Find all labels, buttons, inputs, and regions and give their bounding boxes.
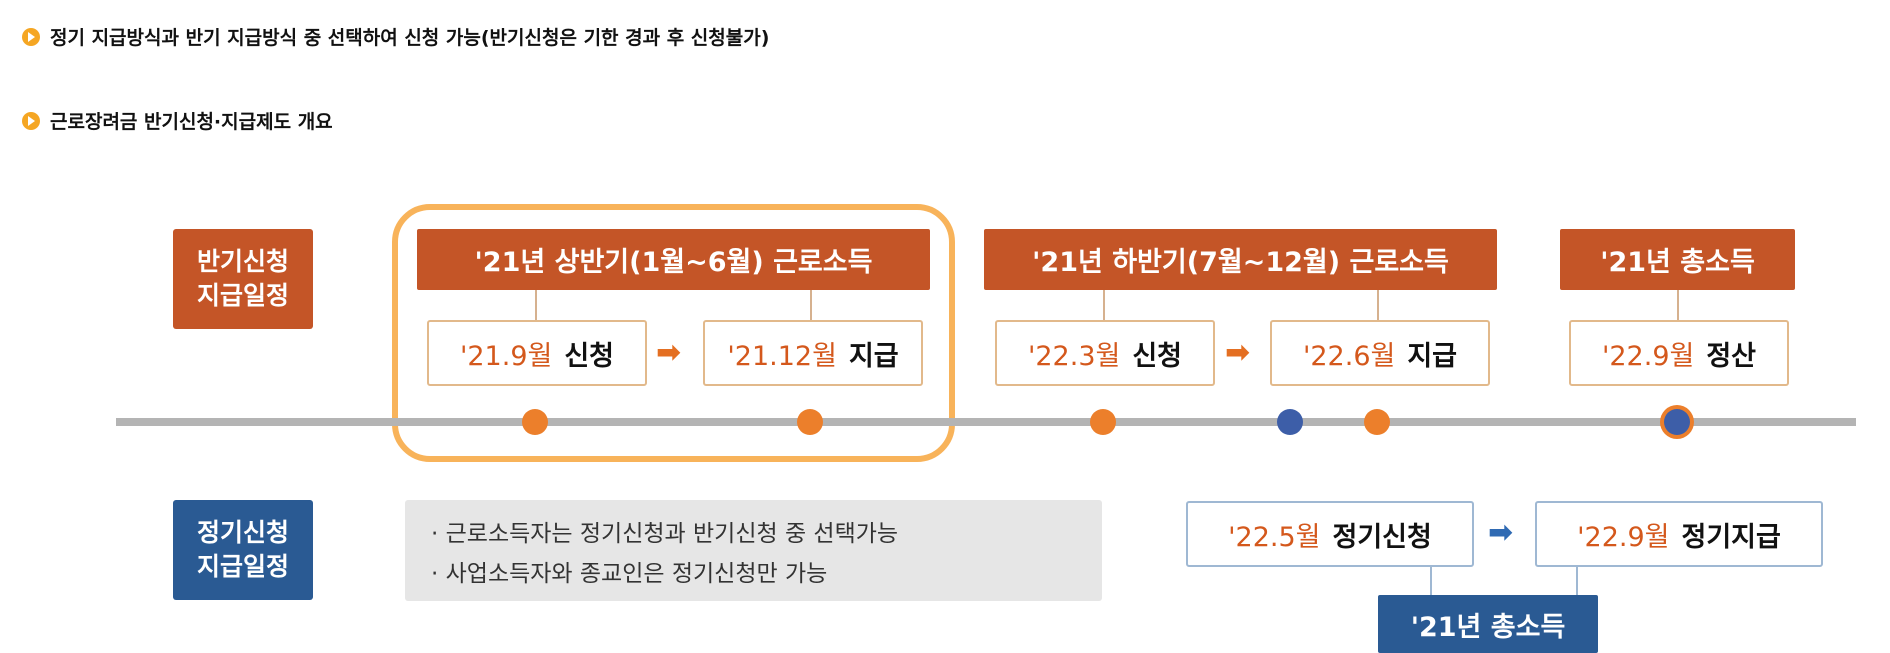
step-date: '22.6월 <box>1302 340 1396 372</box>
right-arrow-icon: ➡ <box>1225 335 1251 370</box>
step-action: 지급 <box>848 340 899 372</box>
period-title-text: '21년 총소득 <box>1600 247 1755 278</box>
half-year-schedule-label: 반기신청 지급일정 <box>173 229 313 329</box>
connector-line <box>1677 290 1679 320</box>
timeline-dot-pay-1 <box>797 409 823 435</box>
connector-line <box>1103 290 1105 320</box>
period-1-title: '21년 상반기(1월~6월) 근로소득 <box>417 229 930 290</box>
right-arrow-icon: ➡ <box>656 335 682 370</box>
note-line-2: · 사업소득자와 종교인은 정기신청만 가능 <box>431 561 828 587</box>
step-action: 정산 <box>1706 340 1757 372</box>
step-box-apply-1: '21.9월 신청 <box>427 320 647 386</box>
period-title-text: '21년 상반기(1월~6월) 근로소득 <box>474 247 873 278</box>
footer-title-text: '21년 총소득 <box>1410 611 1566 643</box>
label-line-2: 지급일정 <box>196 552 289 581</box>
bullet-line-1: 정기 지급방식과 반기 지급방식 중 선택하여 신청 가능(반기신청은 기한 경… <box>22 23 769 50</box>
label-line-1: 반기신청 <box>196 247 289 276</box>
step-box-pay-1: '21.12월 지급 <box>703 320 923 386</box>
step-date: '22.5월 <box>1228 521 1321 553</box>
regular-schedule-label: 정기신청 지급일정 <box>173 500 313 600</box>
bullet-text: 근로장려금 반기신청·지급제도 개요 <box>50 111 333 133</box>
label-line-1: 정기신청 <box>196 518 289 547</box>
period-3-title: '21년 총소득 <box>1560 229 1795 290</box>
first-half-highlight-frame <box>392 204 955 462</box>
step-date: '21.9월 <box>459 340 553 372</box>
step-action: 신청 <box>564 340 615 372</box>
connector-line <box>1430 565 1432 595</box>
connector-line <box>810 290 812 320</box>
regular-notes-box: · 근로소득자는 정기신청과 반기신청 중 선택가능 · 사업소득자와 종교인은… <box>405 500 1102 601</box>
right-arrow-icon: ➡ <box>1488 515 1514 550</box>
timeline-axis <box>116 418 1856 426</box>
timeline-dot-settle <box>1664 409 1690 435</box>
step-box-apply-2: '22.3월 신청 <box>995 320 1215 386</box>
bullet-text: 정기 지급방식과 반기 지급방식 중 선택하여 신청 가능(반기신청은 기한 경… <box>50 27 770 49</box>
step-action: 정기지급 <box>1681 521 1781 553</box>
step-date: '22.3월 <box>1027 340 1121 372</box>
bullet-line-2: 근로장려금 반기신청·지급제도 개요 <box>22 107 333 134</box>
step-box-settle: '22.9월 정산 <box>1569 320 1789 386</box>
timeline-dot-apply-1 <box>522 409 548 435</box>
period-2-title: '21년 하반기(7월~12월) 근로소득 <box>984 229 1497 290</box>
step-action: 지급 <box>1407 340 1458 372</box>
connector-line <box>1576 565 1578 595</box>
label-line-2: 지급일정 <box>196 281 289 310</box>
step-date: '22.9월 <box>1577 521 1670 553</box>
step-date: '22.9월 <box>1601 340 1695 372</box>
timeline-dot-apply-2 <box>1090 409 1116 435</box>
step-box-pay-2: '22.6월 지급 <box>1270 320 1490 386</box>
period-title-text: '21년 하반기(7월~12월) 근로소득 <box>1032 247 1449 278</box>
timeline-dot-pay-2 <box>1364 409 1390 435</box>
step-box-regular-apply: '22.5월 정기신청 <box>1186 501 1474 567</box>
connector-line <box>535 290 537 320</box>
step-action: 정기신청 <box>1332 521 1432 553</box>
timeline-dot-regular-apply <box>1277 409 1303 435</box>
step-date: '21.12월 <box>727 340 837 372</box>
step-action: 신청 <box>1132 340 1183 372</box>
note-line-1: · 근로소득자는 정기신청과 반기신청 중 선택가능 <box>431 521 899 547</box>
regular-footer-title: '21년 총소득 <box>1378 595 1598 653</box>
orange-arrow-bullet-icon <box>22 27 40 46</box>
orange-arrow-bullet-icon <box>22 111 40 130</box>
connector-line <box>1377 290 1379 320</box>
step-box-regular-pay: '22.9월 정기지급 <box>1535 501 1823 567</box>
